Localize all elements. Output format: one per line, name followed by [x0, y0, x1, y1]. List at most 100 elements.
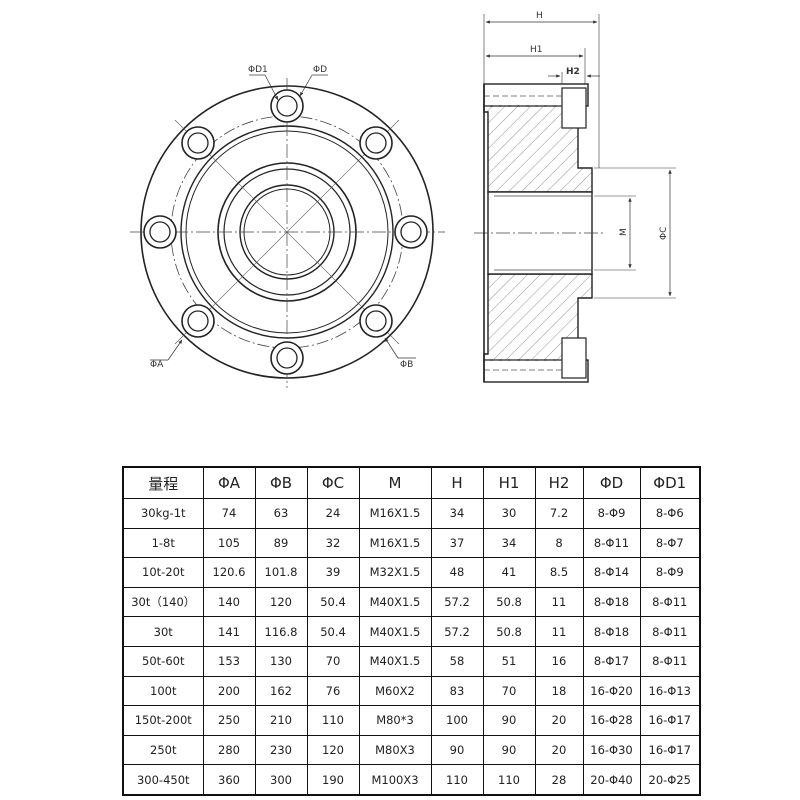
- table-cell: 50.8: [482, 616, 536, 647]
- table-cell: 90: [430, 734, 484, 766]
- table-cell: 116.8: [254, 616, 308, 647]
- table-cell: 28: [534, 764, 584, 796]
- table-cell: 8-Φ17: [582, 645, 641, 677]
- table-cell: 50.4: [306, 586, 360, 618]
- bolt-hole-bottom-right: [359, 304, 393, 338]
- table-cell: 1-8t: [122, 527, 204, 559]
- table-cell: 39: [306, 557, 360, 588]
- table-cell: 101.8: [254, 557, 308, 588]
- table-cell: 37: [430, 527, 484, 559]
- table-cell: 63: [254, 498, 308, 529]
- table-header-cell: ΦD: [582, 466, 641, 499]
- table-cell: 100t: [122, 675, 204, 707]
- table-cell: 20-Φ25: [639, 764, 701, 796]
- table-cell: 16-Φ17: [639, 734, 701, 766]
- table-cell: 41: [482, 557, 536, 588]
- table-cell: 8-Φ11: [639, 616, 701, 647]
- table-header-cell: M: [358, 466, 432, 499]
- label-h2: H2: [566, 67, 580, 77]
- table-cell: 11: [534, 616, 584, 647]
- table-cell: 300-450t: [122, 764, 204, 796]
- table-header-cell: 量程: [122, 466, 204, 499]
- table-cell: 90: [482, 734, 536, 766]
- table-cell: 76: [306, 675, 360, 707]
- leader-d1: [264, 74, 279, 101]
- table-header-cell: ΦA: [202, 466, 256, 499]
- table-cell: M40X1.5: [358, 586, 432, 618]
- table-cell: 16-Φ20: [582, 675, 641, 707]
- table-header-cell: H2: [534, 466, 584, 499]
- table-cell: M80X3: [358, 734, 432, 766]
- table-cell: 58: [430, 645, 484, 677]
- table-cell: 34: [482, 527, 536, 559]
- table-header-cell: H: [430, 466, 484, 499]
- table-cell: 8-Φ18: [582, 586, 641, 618]
- front-view: ΦD1 ΦD ΦA ΦB: [130, 65, 445, 388]
- technical-drawing: ΦD1 ΦD ΦA ΦB H: [130, 11, 676, 388]
- table-cell: 89: [254, 527, 308, 559]
- table-cell: 16-Φ28: [582, 705, 641, 736]
- table-cell: 120.6: [202, 557, 256, 588]
- table-cell: 20: [534, 705, 584, 736]
- table-cell: 16-Φ13: [639, 675, 701, 707]
- table-cell: 230: [254, 734, 308, 766]
- table-cell: 20-Φ40: [582, 764, 641, 796]
- table-cell: 24: [306, 498, 360, 529]
- table-cell: 7.2: [534, 498, 584, 529]
- table-header-cell: ΦB: [254, 466, 308, 499]
- table-cell: 110: [482, 764, 536, 796]
- bolt-hole-top: [270, 89, 304, 123]
- table-cell: M80*3: [358, 705, 432, 736]
- table-cell: 150t-200t: [122, 705, 204, 736]
- table-cell: 70: [306, 645, 360, 677]
- table-cell: 57.2: [430, 586, 484, 618]
- bolt-hole-left: [143, 215, 177, 249]
- table-cell: 280: [202, 734, 256, 766]
- table-cell: 153: [202, 645, 256, 677]
- table-cell: M100X3: [358, 764, 432, 796]
- bolt-hole-top-left: [181, 126, 215, 160]
- table-cell: 8-Φ9: [582, 498, 641, 529]
- label-m: M: [619, 228, 629, 236]
- label-c: ΦC: [659, 227, 669, 240]
- table-cell: 50.8: [482, 586, 536, 618]
- table-cell: 83: [430, 675, 484, 707]
- label-d: ΦD: [313, 65, 327, 75]
- center-line-diagonal-2: [174, 119, 400, 345]
- counterbore-top: [561, 87, 587, 129]
- table-cell: 120: [254, 586, 308, 618]
- leader-d: [299, 74, 313, 97]
- table-cell: 16-Φ17: [639, 705, 701, 736]
- table-cell: 190: [306, 764, 360, 796]
- table-cell: 16: [534, 645, 584, 677]
- table-cell: 18: [534, 675, 584, 707]
- table-cell: 30t: [122, 616, 204, 647]
- table-cell: 8.5: [534, 557, 584, 588]
- table-cell: 30kg-1t: [122, 498, 204, 529]
- table-cell: 50t-60t: [122, 645, 204, 677]
- table-cell: 130: [254, 645, 308, 677]
- leader-a: [167, 339, 183, 361]
- label-d1: ΦD1: [248, 65, 268, 75]
- table-cell: 32: [306, 527, 360, 559]
- table-cell: M32X1.5: [358, 557, 432, 588]
- table-cell: 10t-20t: [122, 557, 204, 588]
- table-cell: 30t（140）: [122, 586, 204, 618]
- table-cell: 300: [254, 764, 308, 796]
- table-cell: 162: [254, 675, 308, 707]
- side-view: H H1 H2 M ΦC: [474, 11, 676, 383]
- table-cell: 51: [482, 645, 536, 677]
- label-h1: H1: [530, 45, 543, 55]
- table-cell: M16X1.5: [358, 527, 432, 559]
- table-cell: 140: [202, 586, 256, 618]
- table-cell: 100: [430, 705, 484, 736]
